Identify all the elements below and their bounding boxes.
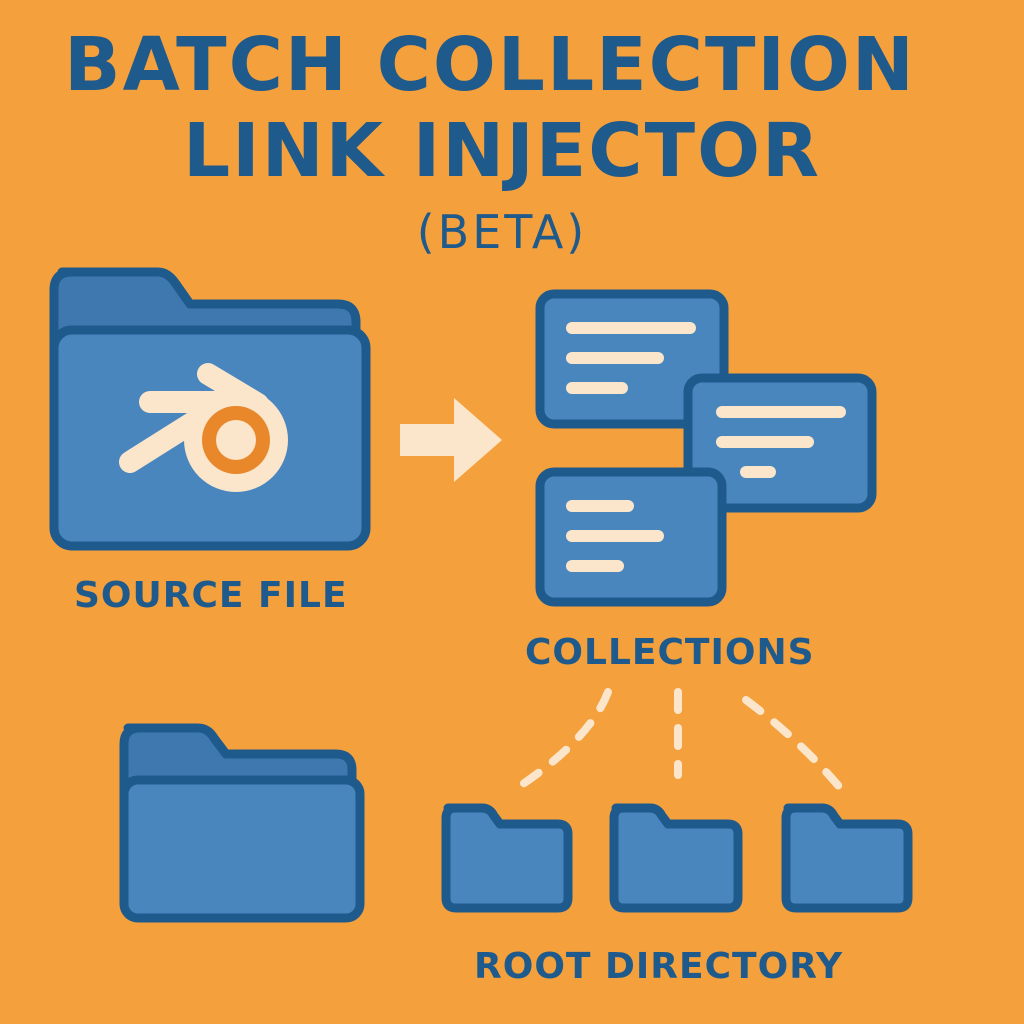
title-line-1: BATCH COLLECTION — [64, 22, 916, 108]
subfolder-icon-1 — [441, 803, 573, 913]
collection-card-1 — [535, 289, 729, 429]
source-file-folder-icon — [49, 267, 371, 551]
blender-logo-icon — [119, 363, 288, 492]
arrow-right-icon — [400, 398, 502, 482]
source-file-label: SOURCE FILE — [74, 575, 348, 616]
dashed-connectors — [510, 688, 846, 794]
title-beta-tag: (BETA) — [416, 205, 588, 259]
root-directory-label: ROOT DIRECTORY — [474, 946, 844, 987]
collection-card-2 — [683, 373, 877, 513]
title-line-2: LINK INJECTOR — [183, 108, 821, 194]
connector-right — [742, 696, 846, 794]
collections-label: COLLECTIONS — [525, 632, 815, 673]
subfolder-icon-3 — [781, 803, 913, 913]
collection-card-3 — [535, 467, 727, 607]
connector-left — [510, 688, 612, 794]
root-directory-folder-icon — [119, 723, 365, 923]
subfolder-icon-2 — [609, 803, 743, 913]
